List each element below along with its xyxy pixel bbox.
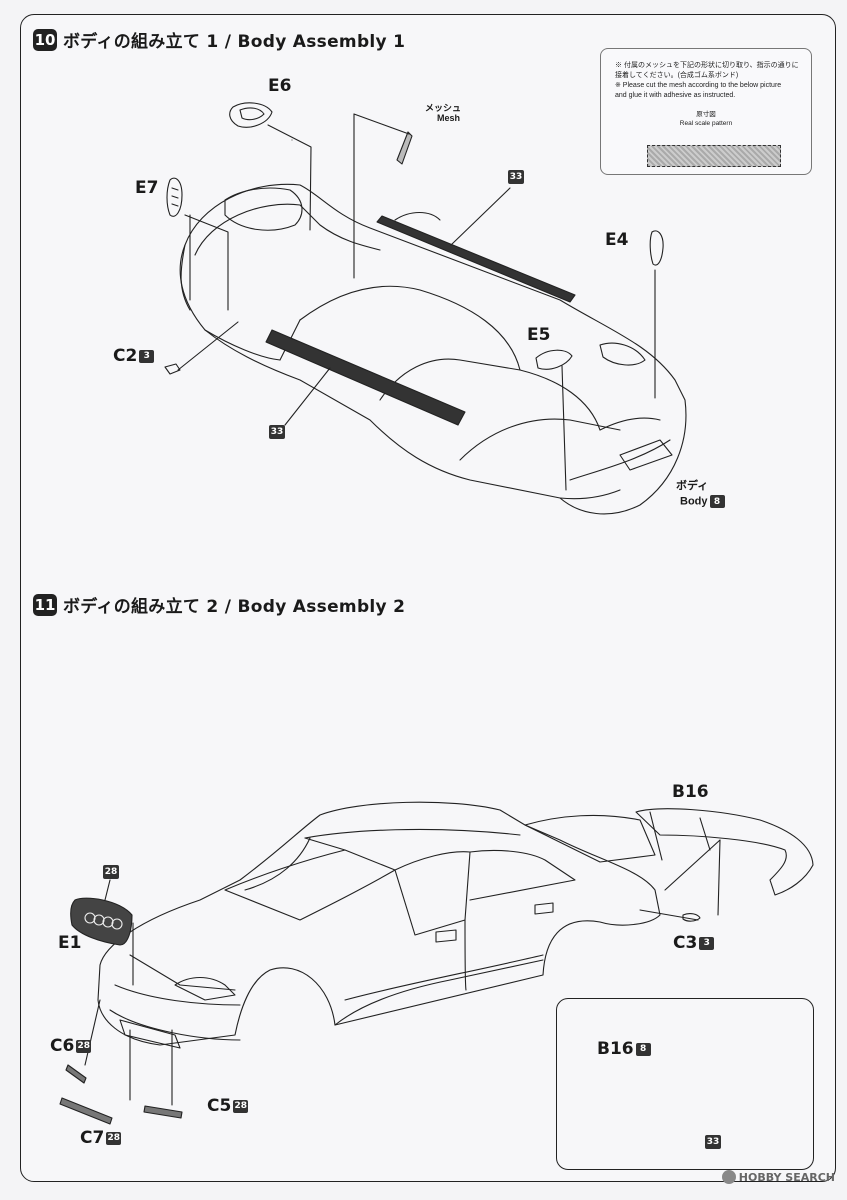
- part-e5-label: E5: [527, 325, 551, 345]
- step10-header: 10 ボディの組み立て 1 / Body Assembly 1: [33, 27, 405, 52]
- note-jp-line1: ※ 付属のメッシュを下記の形状に切り取り、指示の通りに: [615, 62, 799, 69]
- part-e4-label: E4: [605, 230, 629, 250]
- hobby-search-logo-icon: [721, 1170, 736, 1184]
- watermark-text: HOBBY SEARCH: [738, 1170, 835, 1184]
- mesh-real-scale-pattern: [647, 145, 781, 167]
- c7-badge: 28: [106, 1131, 122, 1145]
- step11-title: ボディの組み立て 2 / Body Assembly 2: [63, 597, 406, 617]
- inset-33-badge: 33: [705, 1135, 721, 1149]
- note-en-line1: ※ Please cut the mesh according to the b…: [615, 82, 782, 89]
- mesh-en-label: Mesh: [437, 113, 461, 123]
- c6-badge: 28: [76, 1039, 92, 1053]
- part33-side-badge: 33: [269, 425, 285, 439]
- hobby-search-watermark: HOBBY SEARCH: [721, 1170, 835, 1184]
- car-body-drawing: [97, 801, 661, 1049]
- c3-badge: 3: [699, 936, 715, 950]
- scale-en: Real scale pattern: [679, 120, 733, 127]
- mesh-jp-label: メッシュ: [425, 103, 462, 113]
- step11-header: 11 ボディの組み立て 2 / Body Assembly 2: [33, 592, 405, 617]
- c2-badge: 3: [139, 349, 155, 363]
- e1-badge: 28: [103, 865, 119, 879]
- step10-number: 10: [33, 28, 57, 51]
- part-e7-label: E7: [135, 178, 159, 198]
- part-e6-label: E6: [268, 76, 292, 96]
- step11-number: 11: [33, 593, 57, 616]
- instruction-sheet-frame: [20, 14, 836, 1182]
- step10-title: ボディの組み立て 1 / Body Assembly 1: [63, 32, 406, 52]
- note-jp-line2: 接着してください。(合成ゴム系ボンド): [615, 72, 739, 79]
- scale-jp: 原寸図: [696, 111, 716, 118]
- inset-b16-badge: 8: [635, 1042, 651, 1056]
- part-e1-label: E1: [58, 933, 82, 953]
- body-badge: 8: [709, 495, 725, 508]
- c5-badge: 28: [233, 1099, 249, 1113]
- note-en-line2: and glue it with adhesive as instructed.: [615, 92, 736, 99]
- mesh-note-box: ※ 付属のメッシュを下記の形状に切り取り、指示の通りに 接着してください。(合成…: [600, 48, 812, 175]
- body-jp-label: ボディ: [676, 480, 709, 492]
- body-underside-drawing: [179, 183, 687, 515]
- part-b16-label: B16: [672, 782, 709, 802]
- part33-top-badge: 33: [508, 170, 524, 184]
